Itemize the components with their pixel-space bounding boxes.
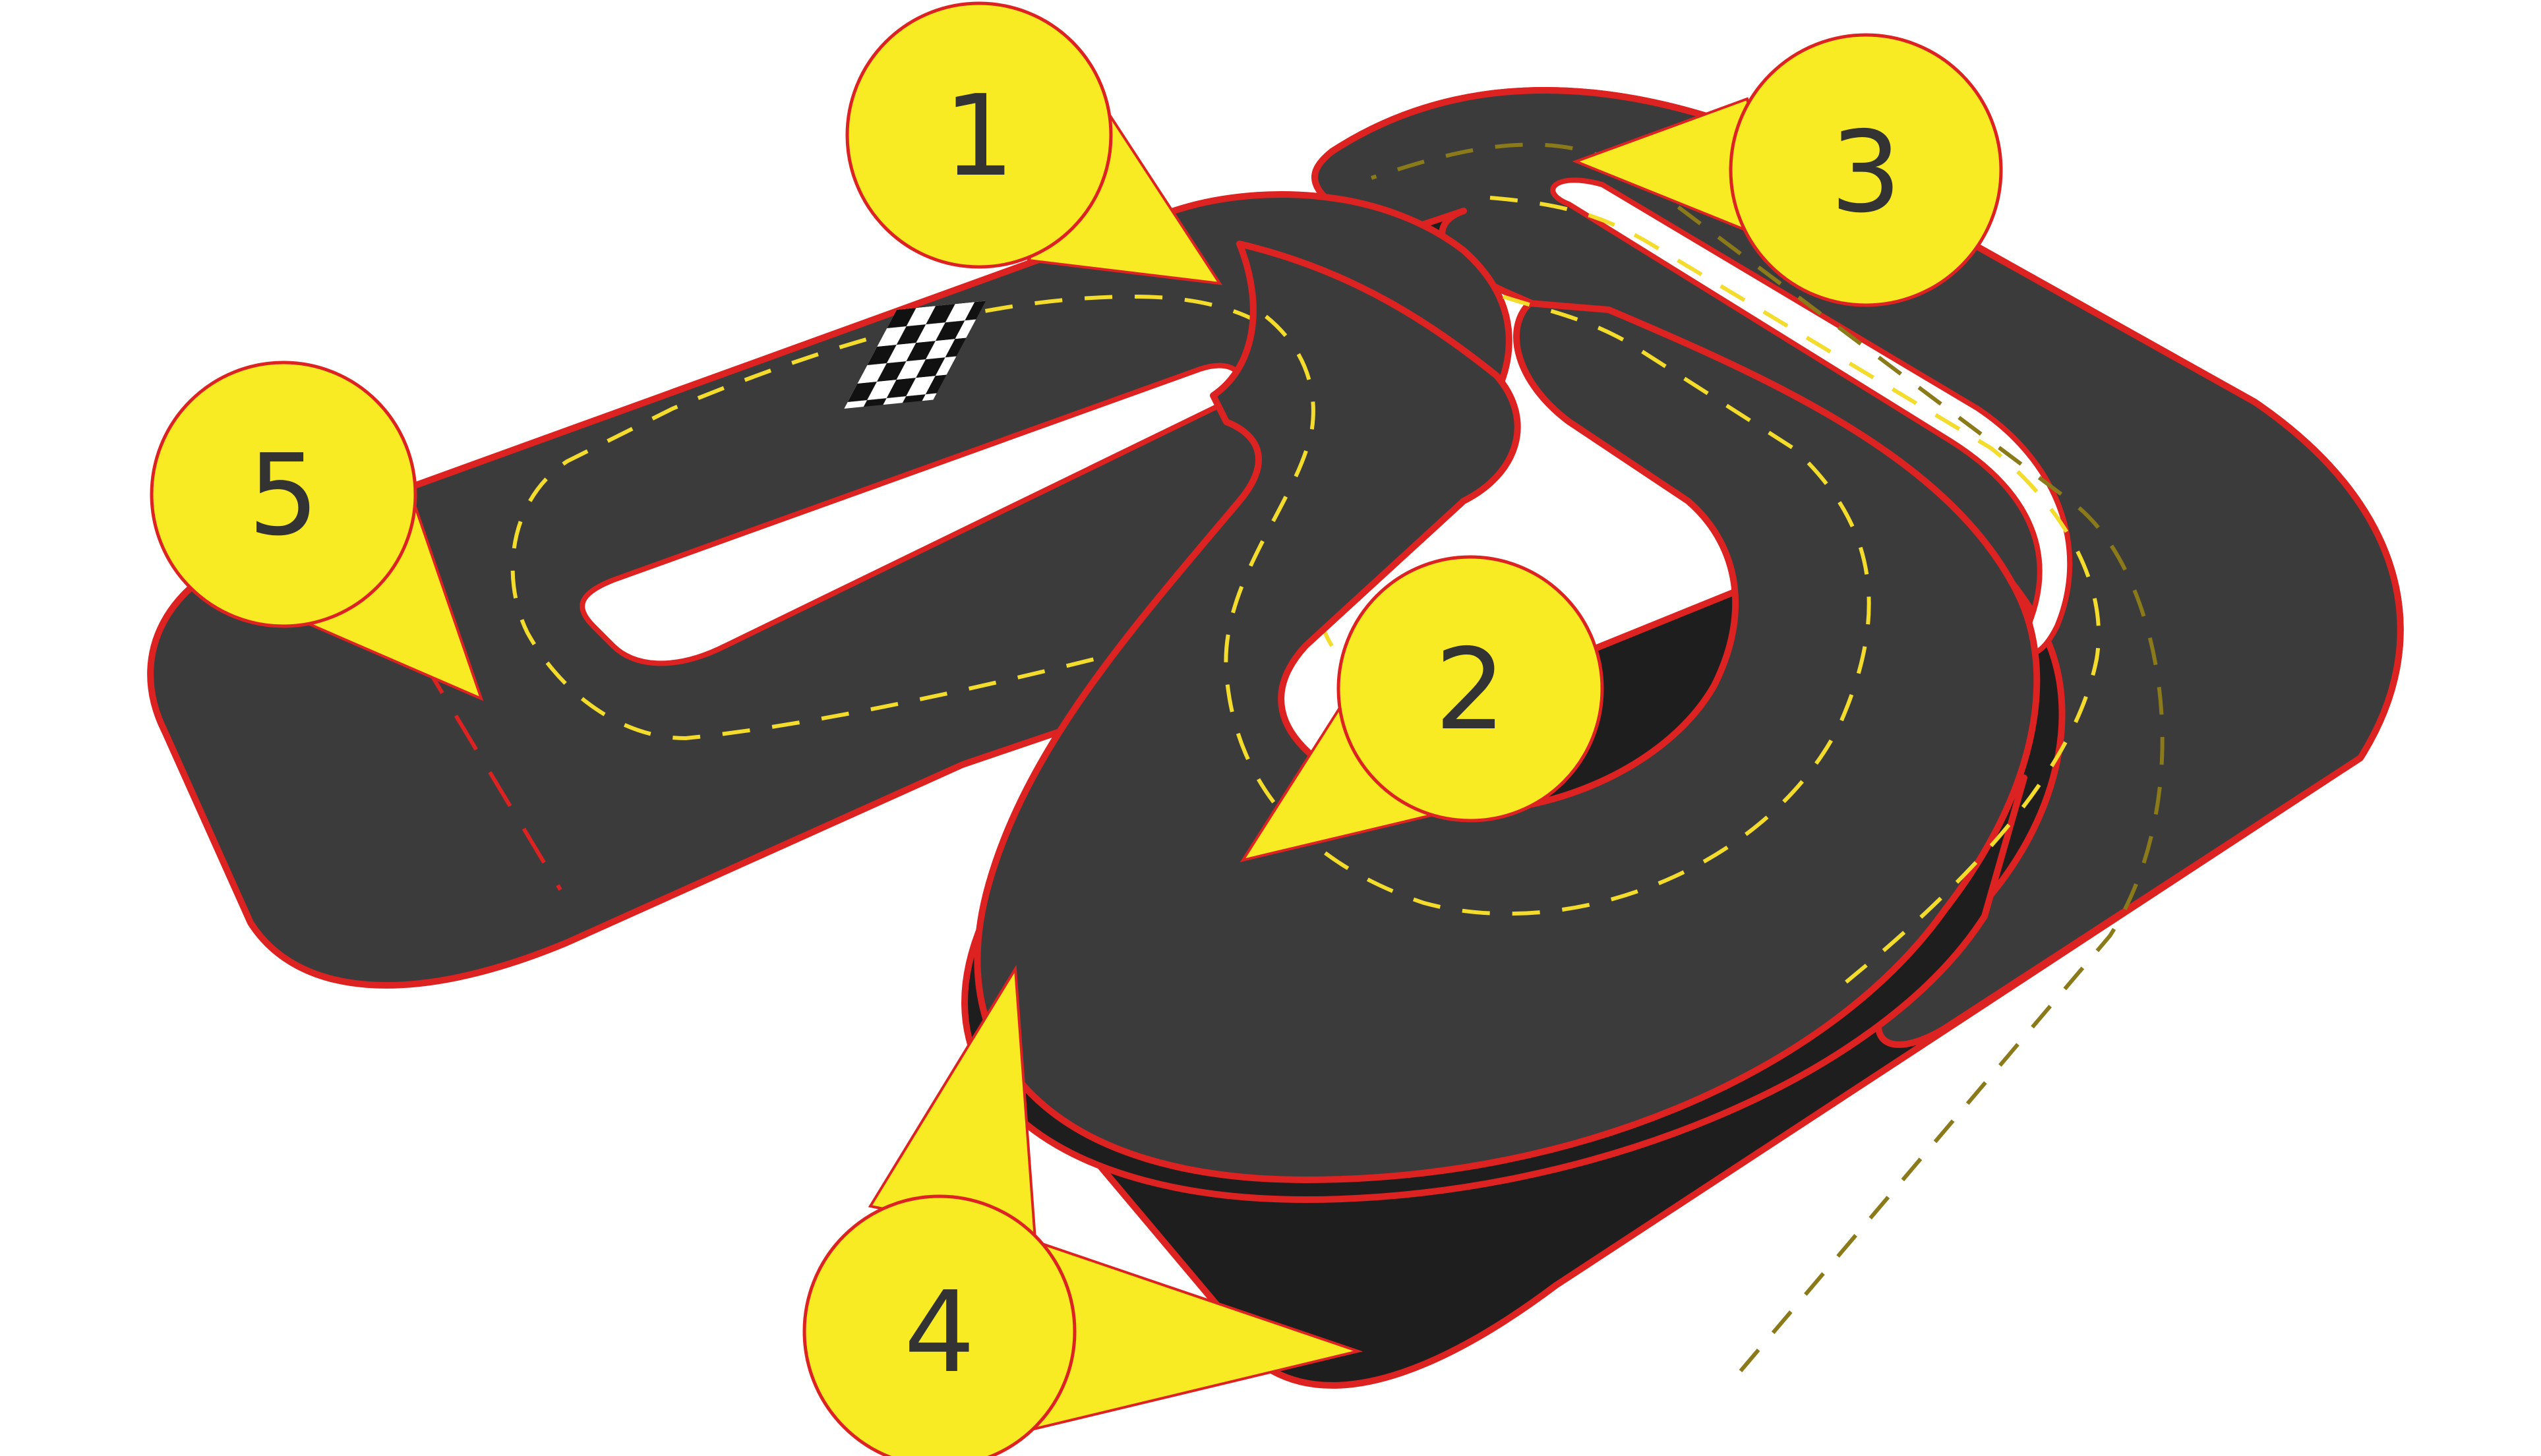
callout-2-circle <box>1336 555 1604 823</box>
callout-3-number: 3 <box>1830 107 1901 238</box>
callout-5: 5 <box>150 361 484 701</box>
lane-marking-left-loop <box>510 294 1334 741</box>
lane-marking-lower <box>1371 142 2165 1372</box>
checkered-flag-icon <box>844 301 986 409</box>
inner-gap-right <box>1550 177 2073 656</box>
callout-1-number: 1 <box>943 71 1015 202</box>
lane-marking-central-loop <box>1224 295 1871 916</box>
callout-4-number: 4 <box>904 1267 975 1398</box>
start-line <box>420 658 562 891</box>
callout-4-circle <box>802 1194 1077 1456</box>
callout-1: 1 <box>845 1 1223 285</box>
callout-5-number: 5 <box>248 430 319 561</box>
central-loop-section <box>961 196 2101 1203</box>
left-straight-section <box>147 191 1512 989</box>
callout-2: 2 <box>1240 555 1604 863</box>
lane-marking-upper-right <box>1489 196 2101 984</box>
callout-3-circle <box>1729 33 2003 307</box>
callout-2-number: 2 <box>1435 625 1506 755</box>
callout-4: 4 <box>802 964 1363 1456</box>
callout-1-circle <box>845 1 1113 269</box>
callout-3: 3 <box>1572 33 2003 307</box>
callout-5-circle <box>150 361 417 628</box>
central-loop-surface <box>974 241 2041 1183</box>
